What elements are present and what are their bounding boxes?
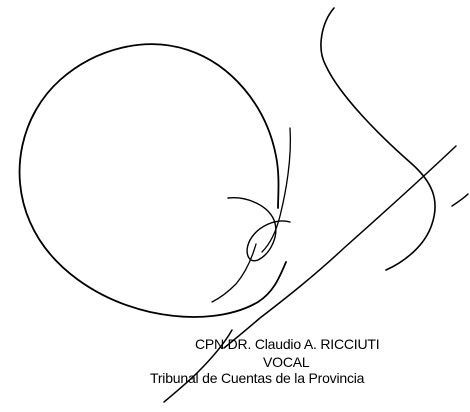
signature-diagonal-stroke <box>223 145 457 349</box>
signature-stamp-overstroke <box>163 329 233 403</box>
signature-loop-return-stroke <box>261 127 292 253</box>
official-stamp: CPN DR. Claudio A. RICCIUTI VOCAL Tribun… <box>150 336 470 412</box>
signature-tail-stroke <box>451 193 469 207</box>
stamp-signer-name: CPN DR. Claudio A. RICCIUTI <box>195 336 380 352</box>
signature-loop-stroke <box>18 43 287 318</box>
signature-knot-stroke <box>227 197 291 262</box>
stamp-institution: Tribunal de Cuentas de la Provincia <box>150 370 365 386</box>
stamp-signer-title: VOCAL <box>263 354 310 370</box>
signature-descender-stroke <box>211 243 257 303</box>
signature-hook-stroke <box>320 7 436 271</box>
